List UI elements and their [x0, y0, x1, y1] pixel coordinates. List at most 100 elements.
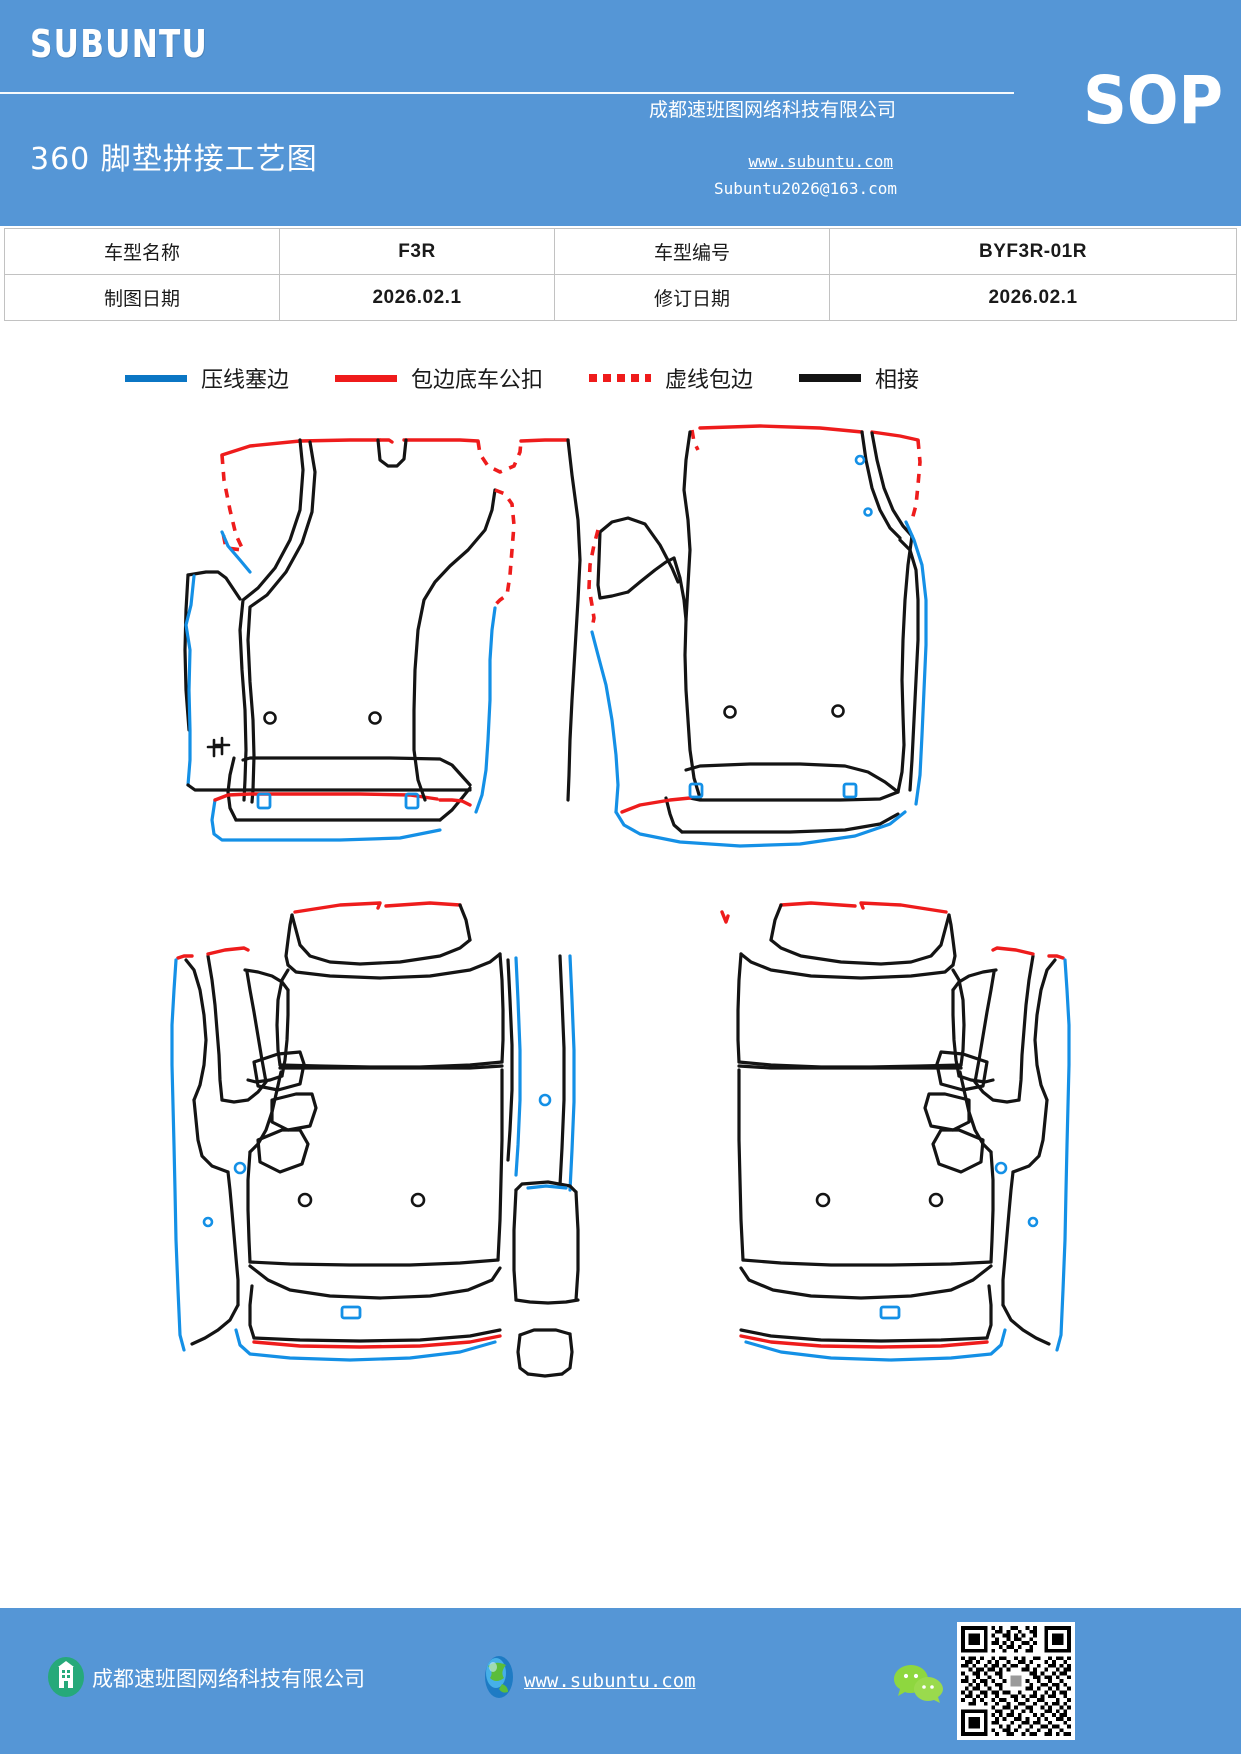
seam-line [376, 438, 408, 468]
seam-line [186, 570, 242, 601]
seam-line [248, 1070, 283, 1154]
seam-line [514, 1298, 580, 1305]
edge-binding-red [739, 1334, 989, 1349]
seam-line [220, 1080, 268, 1104]
seam-line [498, 952, 505, 1064]
seam-line [684, 762, 900, 794]
dashed-binding-red [493, 488, 516, 607]
seam-line [248, 1258, 500, 1267]
edge-binding-red [870, 430, 920, 442]
seam-line [496, 1068, 504, 1262]
small-piece [931, 1128, 985, 1174]
clip-hole [1027, 1216, 1039, 1228]
mount-hole [723, 705, 737, 719]
clip-slot [688, 782, 704, 799]
mount-hole [815, 1192, 831, 1208]
small-piece [270, 1092, 318, 1132]
seam-line [896, 534, 914, 794]
seam-line [241, 756, 472, 787]
seam-line [957, 1074, 995, 1084]
seam-line [516, 1333, 530, 1376]
front-right-mat-assembly [587, 424, 928, 848]
line-solid-black-icon [799, 374, 862, 382]
seam-line [596, 530, 630, 600]
model-name-value: F3R [279, 228, 555, 275]
press-edge-blue [526, 1184, 568, 1190]
seam-line [246, 1074, 284, 1084]
vehicle-info-table: 车型名称 F3R 车型编号 BYF3R-01R 制图日期 2026.02.1 修… [4, 228, 1237, 321]
seam-line [226, 1170, 240, 1307]
seam-line [278, 1060, 504, 1069]
clip-hole [202, 1216, 214, 1228]
seam-line [769, 903, 783, 942]
press-edge-blue [220, 530, 252, 574]
legend-label: 虚线包边 [665, 368, 754, 393]
seam-line [680, 812, 900, 834]
clip-slot [340, 1305, 362, 1320]
seam-line [246, 440, 317, 804]
seam-line [238, 438, 305, 802]
wechat-icon [894, 1665, 943, 1703]
seam-line [973, 1080, 1021, 1104]
seam-line [870, 431, 914, 538]
draw-date-label: 制图日期 [4, 274, 280, 321]
table-row: 制图日期 2026.02.1 修订日期 2026.02.1 [4, 274, 1237, 321]
edge-binding-red [779, 901, 857, 908]
dashed-binding-red [476, 440, 523, 474]
header-email: Subuntu2026@163.com [713, 179, 897, 198]
seam-line [739, 1328, 989, 1343]
seam-line [985, 1284, 993, 1340]
edge-binding-red [206, 946, 250, 956]
small-piece [256, 1128, 310, 1174]
seam-line [598, 516, 680, 584]
seam-line [184, 958, 208, 1102]
seam-line [739, 952, 955, 980]
legend-item-press-edge: 压线塞边 [125, 362, 289, 394]
press-edge-blue [514, 956, 522, 1177]
edge-binding-red [402, 438, 480, 443]
edge-binding-red [991, 946, 1035, 956]
seam-line [226, 756, 238, 822]
seam-line [558, 954, 566, 1187]
seam-line [183, 573, 191, 732]
seam-line [958, 1070, 993, 1154]
document-footer: 成都速班图网络科技有限公司 www.subuntu.com [0, 1608, 1241, 1754]
header-website-link[interactable]: www.subuntu.com [748, 152, 894, 171]
edge-binding-red [213, 792, 439, 802]
revise-date-label: 修订日期 [554, 274, 830, 321]
seam-line [626, 556, 676, 594]
edge-binding-red [293, 901, 382, 914]
seam-line [1017, 954, 1035, 1102]
press-edge-blue [614, 810, 907, 848]
dashed-binding-red [587, 529, 600, 629]
seam-line [741, 1258, 993, 1267]
seam-line [248, 1264, 502, 1300]
seam-line [737, 1068, 745, 1262]
clip-hole [994, 1161, 1008, 1175]
clip-slot [256, 792, 272, 810]
seam-line [973, 970, 996, 1084]
seam-line [412, 488, 497, 802]
press-edge-blue [904, 520, 928, 806]
footer-website-link[interactable]: www.subuntu.com [524, 1670, 696, 1692]
mount-hole [928, 1192, 944, 1208]
seam-line [192, 1098, 230, 1174]
seam-line [1033, 958, 1057, 1102]
seam-line [252, 1328, 502, 1343]
annotation-mark [206, 736, 231, 758]
brand-logo: SUBUNTU [30, 22, 209, 66]
mount-hole [263, 711, 277, 725]
seam-line [290, 913, 472, 966]
document-header: SUBUNTU 360 脚垫拼接工艺图 成都速班图网络科技有限公司 www.su… [0, 0, 1241, 226]
full-cabin-mat-layout [170, 901, 1071, 1378]
line-solid-blue-icon [125, 374, 187, 382]
edge-binding-red [620, 796, 692, 814]
edge-binding-red [1047, 954, 1065, 960]
legend-item-dashed-binding: 虚线包边 [589, 362, 753, 394]
press-edge-blue [590, 630, 620, 814]
seam-line [506, 958, 514, 1162]
legend-label: 包边底车公扣 [411, 368, 544, 393]
seam-line [206, 954, 224, 1102]
seam-line [566, 438, 582, 802]
